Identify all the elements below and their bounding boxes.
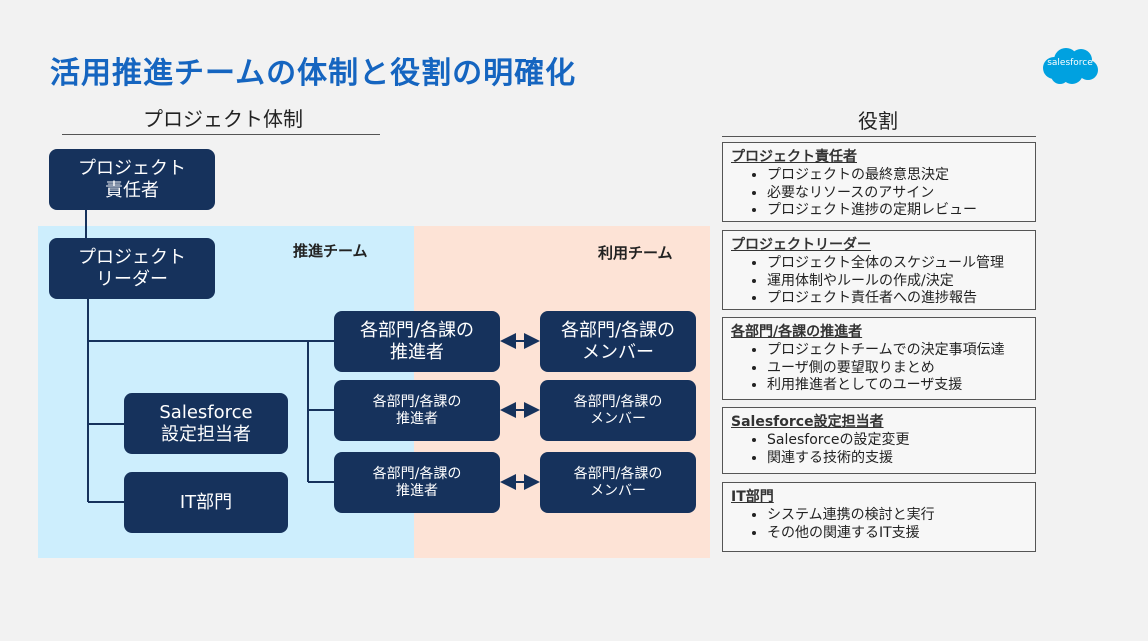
structure-header: プロジェクト体制	[143, 107, 303, 131]
role-title: プロジェクト責任者	[731, 149, 857, 165]
promoter-box: 各部門/各課の 推進者	[334, 380, 500, 441]
page-title: 活用推進チームの体制と役割の明確化	[50, 56, 577, 91]
promoter-box: 各部門/各課の 推進者	[334, 311, 500, 372]
role-bullet: ユーザ側の要望取りまとめ	[767, 360, 1027, 378]
usage-team-label: 利用チーム	[598, 244, 673, 262]
role-bullet: プロジェクトの最終意思決定	[767, 167, 1027, 185]
role-bullet: 利用推進者としてのユーザ支援	[767, 377, 1027, 395]
role-bullet: プロジェクト責任者への進捗報告	[767, 290, 1027, 308]
role-card-project-owner: プロジェクト責任者 プロジェクトの最終意思決定 必要なリソースのアサイン プロジ…	[722, 142, 1036, 222]
role-title: IT部門	[731, 489, 774, 505]
role-title: Salesforce設定担当者	[731, 414, 884, 430]
salesforce-logo: salesforce	[1040, 46, 1100, 86]
role-bullet: Salesforceの設定変更	[767, 432, 1027, 450]
role-bullet: 関連する技術的支援	[767, 450, 1027, 468]
roles-header: 役割	[858, 109, 898, 133]
role-bullet: その他の関連するIT支援	[767, 525, 1027, 543]
logo-text: salesforce	[1047, 58, 1093, 68]
role-card-it-department: IT部門 システム連携の検討と実行 その他の関連するIT支援	[722, 482, 1036, 552]
member-box: 各部門/各課の メンバー	[540, 452, 696, 513]
roles-header-rule	[722, 136, 1036, 137]
it-department-box: IT部門	[124, 472, 288, 533]
role-card-promoter: 各部門/各課の推進者 プロジェクトチームでの決定事項伝達 ユーザ側の要望取りまと…	[722, 317, 1036, 400]
role-bullet: プロジェクトチームでの決定事項伝達	[767, 342, 1027, 360]
role-title: プロジェクトリーダー	[731, 237, 871, 253]
project-owner-box: プロジェクト 責任者	[49, 149, 215, 210]
promoter-box: 各部門/各課の 推進者	[334, 452, 500, 513]
role-bullet: 運用体制やルールの作成/決定	[767, 273, 1027, 291]
cloud-icon	[1043, 48, 1098, 84]
structure-header-rule	[62, 134, 380, 135]
role-bullet: プロジェクト進捗の定期レビュー	[767, 202, 1027, 220]
member-box: 各部門/各課の メンバー	[540, 311, 696, 372]
salesforce-admin-box: Salesforce 設定担当者	[124, 393, 288, 454]
role-card-project-leader: プロジェクトリーダー プロジェクト全体のスケジュール管理 運用体制やルールの作成…	[722, 230, 1036, 310]
promotion-team-label: 推進チーム	[293, 242, 368, 260]
role-bullet: 必要なリソースのアサイン	[767, 185, 1027, 203]
role-bullet: プロジェクト全体のスケジュール管理	[767, 255, 1027, 273]
project-leader-box: プロジェクト リーダー	[49, 238, 215, 299]
role-bullet: システム連携の検討と実行	[767, 507, 1027, 525]
role-card-salesforce-admin: Salesforce設定担当者 Salesforceの設定変更 関連する技術的支…	[722, 407, 1036, 474]
member-box: 各部門/各課の メンバー	[540, 380, 696, 441]
role-title: 各部門/各課の推進者	[731, 324, 863, 340]
